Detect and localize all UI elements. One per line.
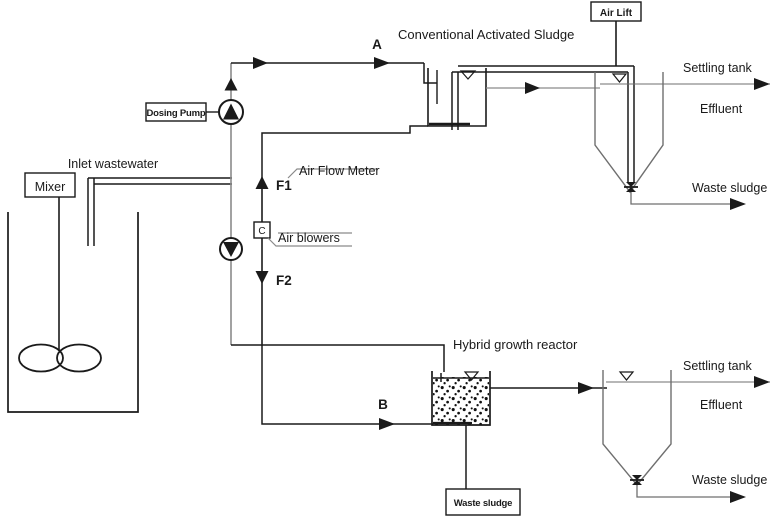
air-lift-label-box [590,1,642,22]
air-blowers-label: Air blowers [278,231,340,245]
waste-sludge-bottom-label: Waste sludge [692,473,767,487]
water-level-marker-hybrid [463,371,480,381]
mixer-motor-box [24,172,76,198]
water-level-marker-cas-settler [611,73,628,83]
conventional-activated-sludge-title: Conventional Activated Sludge [398,27,574,42]
cas-reactor-to-settler-line [486,82,600,94]
cas-sludge-valve [624,182,638,192]
effluent-bottom-label: Effluent [700,398,743,412]
stream-b-label: B [378,397,388,412]
waste-sludge-box-label: Waste sludge [454,498,512,509]
water-level-marker-cas [459,70,477,80]
hybrid-waste-sludge-arrow [730,491,746,503]
dosing-pump-label: Dosing Pump [146,108,205,119]
air-blowers-leader [267,232,352,247]
air-lift-label: Air Lift [600,8,633,19]
settling-tank-top-label: Settling tank [683,61,753,75]
hybrid-transfer-arrow [578,382,594,394]
cas-transfer-arrow [525,82,540,94]
cas-reactor-tank [261,68,487,180]
cas-settling-tank [594,72,770,210]
water-level-marker-hybrid-settler [618,371,635,381]
compressor-box [253,221,271,239]
stream-a-line [231,57,437,84]
mixing-tank [7,197,139,413]
flow-arrow-up-riser [224,78,238,91]
stream-f1-label: F1 [276,178,292,193]
waste-sludge-box [445,488,521,516]
hybrid-sludge-valve [630,475,644,485]
inlet-wastewater-label: Inlet wastewater [68,157,158,171]
effluent-top-label: Effluent [700,102,743,116]
inlet-wastewater-line [88,177,232,185]
stream-a-label: A [372,37,382,52]
cas-waste-sludge-arrow [730,198,746,210]
f2-arrow [255,271,269,284]
settling-tank-bottom-label: Settling tank [683,359,753,373]
inlet-dip-pipe [87,178,95,246]
air-header-line [255,176,269,346]
hybrid-effluent-arrow [754,376,770,388]
mixer-label: Mixer [35,180,66,194]
dosing-pump-label-box [145,102,219,122]
stream-f2-label: F2 [276,273,292,288]
dosing-pump-symbol [218,99,244,125]
stream-a-arrow-1 [253,57,268,69]
air-flow-meter-leader [287,168,378,179]
waste-sludge-top-label: Waste sludge [692,181,767,195]
air-lift-pipe [451,21,635,182]
cas-effluent-arrow [754,78,770,90]
stream-a-arrow-2 [374,57,390,69]
stream-b-line [231,344,445,430]
stream-b-arrow [379,418,395,430]
air-flow-meter-label: Air Flow Meter [299,164,380,178]
hybrid-reactor-to-settler-line [490,382,607,394]
compressor-tag-label: C [258,226,265,237]
f1-arrow [255,176,269,189]
hybrid-growth-reactor [431,371,491,489]
hybrid-growth-reactor-title: Hybrid growth reactor [453,337,578,352]
hybrid-settling-tank [602,370,770,503]
recycle-pump-symbol [219,237,243,261]
